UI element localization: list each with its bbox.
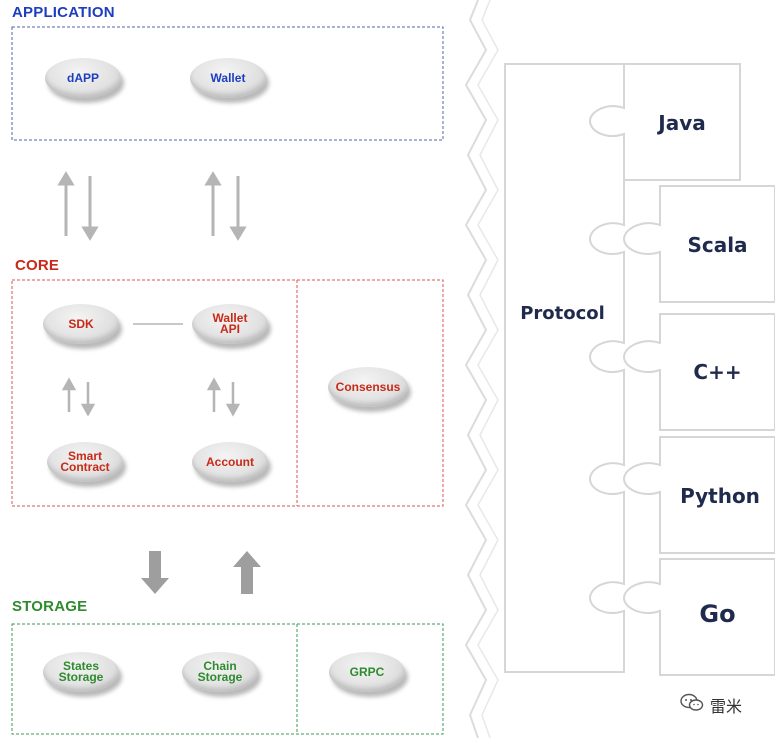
app-core-arrows [57, 171, 247, 241]
dapp-label: dAPP [66, 70, 99, 85]
consensus-node: Consensus [328, 367, 408, 407]
java-label: Java [658, 111, 706, 135]
wallet-api-label: Wallet API [212, 311, 248, 336]
smart-contract-node: Smart Contract [47, 442, 123, 482]
scala-label: Scala [687, 233, 748, 257]
account-node: Account [192, 442, 268, 482]
storage-title: STORAGE [12, 598, 88, 615]
core-storage-arrows [141, 551, 261, 594]
chain-storage-node: Chain Storage [182, 652, 258, 692]
wallet-label: Wallet [210, 70, 246, 85]
consensus-label: Consensus [335, 379, 401, 394]
wechat-icon [680, 693, 704, 717]
protocol-puzzle-piece [504, 63, 625, 673]
storage-box [11, 623, 444, 735]
smart-contract-label: Smart Contract [60, 449, 110, 474]
account-label: Account [206, 454, 254, 469]
grpc-label: GRPC [349, 664, 385, 679]
states-storage-node: States Storage [43, 652, 119, 692]
java-puzzle-piece [588, 63, 741, 181]
cpp-label: C++ [693, 360, 742, 384]
wallet-api-node: Wallet API [192, 304, 268, 344]
go-puzzle-piece [622, 558, 775, 676]
chain-storage-label: Chain Storage [197, 659, 243, 684]
grpc-node: GRPC [329, 652, 405, 692]
application-box [11, 26, 444, 141]
core-inner-arrows [61, 377, 241, 417]
dapp-node: dAPP [45, 58, 121, 98]
core-title: CORE [15, 257, 60, 274]
protocol-label: Protocol [520, 303, 605, 324]
states-storage-label: States Storage [58, 659, 104, 684]
scala-puzzle-piece [622, 185, 775, 303]
watermark: 雷米 [680, 693, 742, 717]
application-title: APPLICATION [12, 4, 115, 21]
sdk-label: SDK [68, 316, 94, 331]
cpp-puzzle-piece [622, 313, 775, 431]
core-box [11, 279, 444, 507]
python-puzzle-piece [622, 436, 775, 554]
wallet-node: Wallet [190, 58, 266, 98]
watermark-text: 雷米 [710, 697, 743, 716]
python-label: Python [680, 484, 760, 508]
wavy-divider [464, 0, 488, 738]
sdk-node: SDK [43, 304, 119, 344]
go-label: Go [699, 600, 736, 628]
